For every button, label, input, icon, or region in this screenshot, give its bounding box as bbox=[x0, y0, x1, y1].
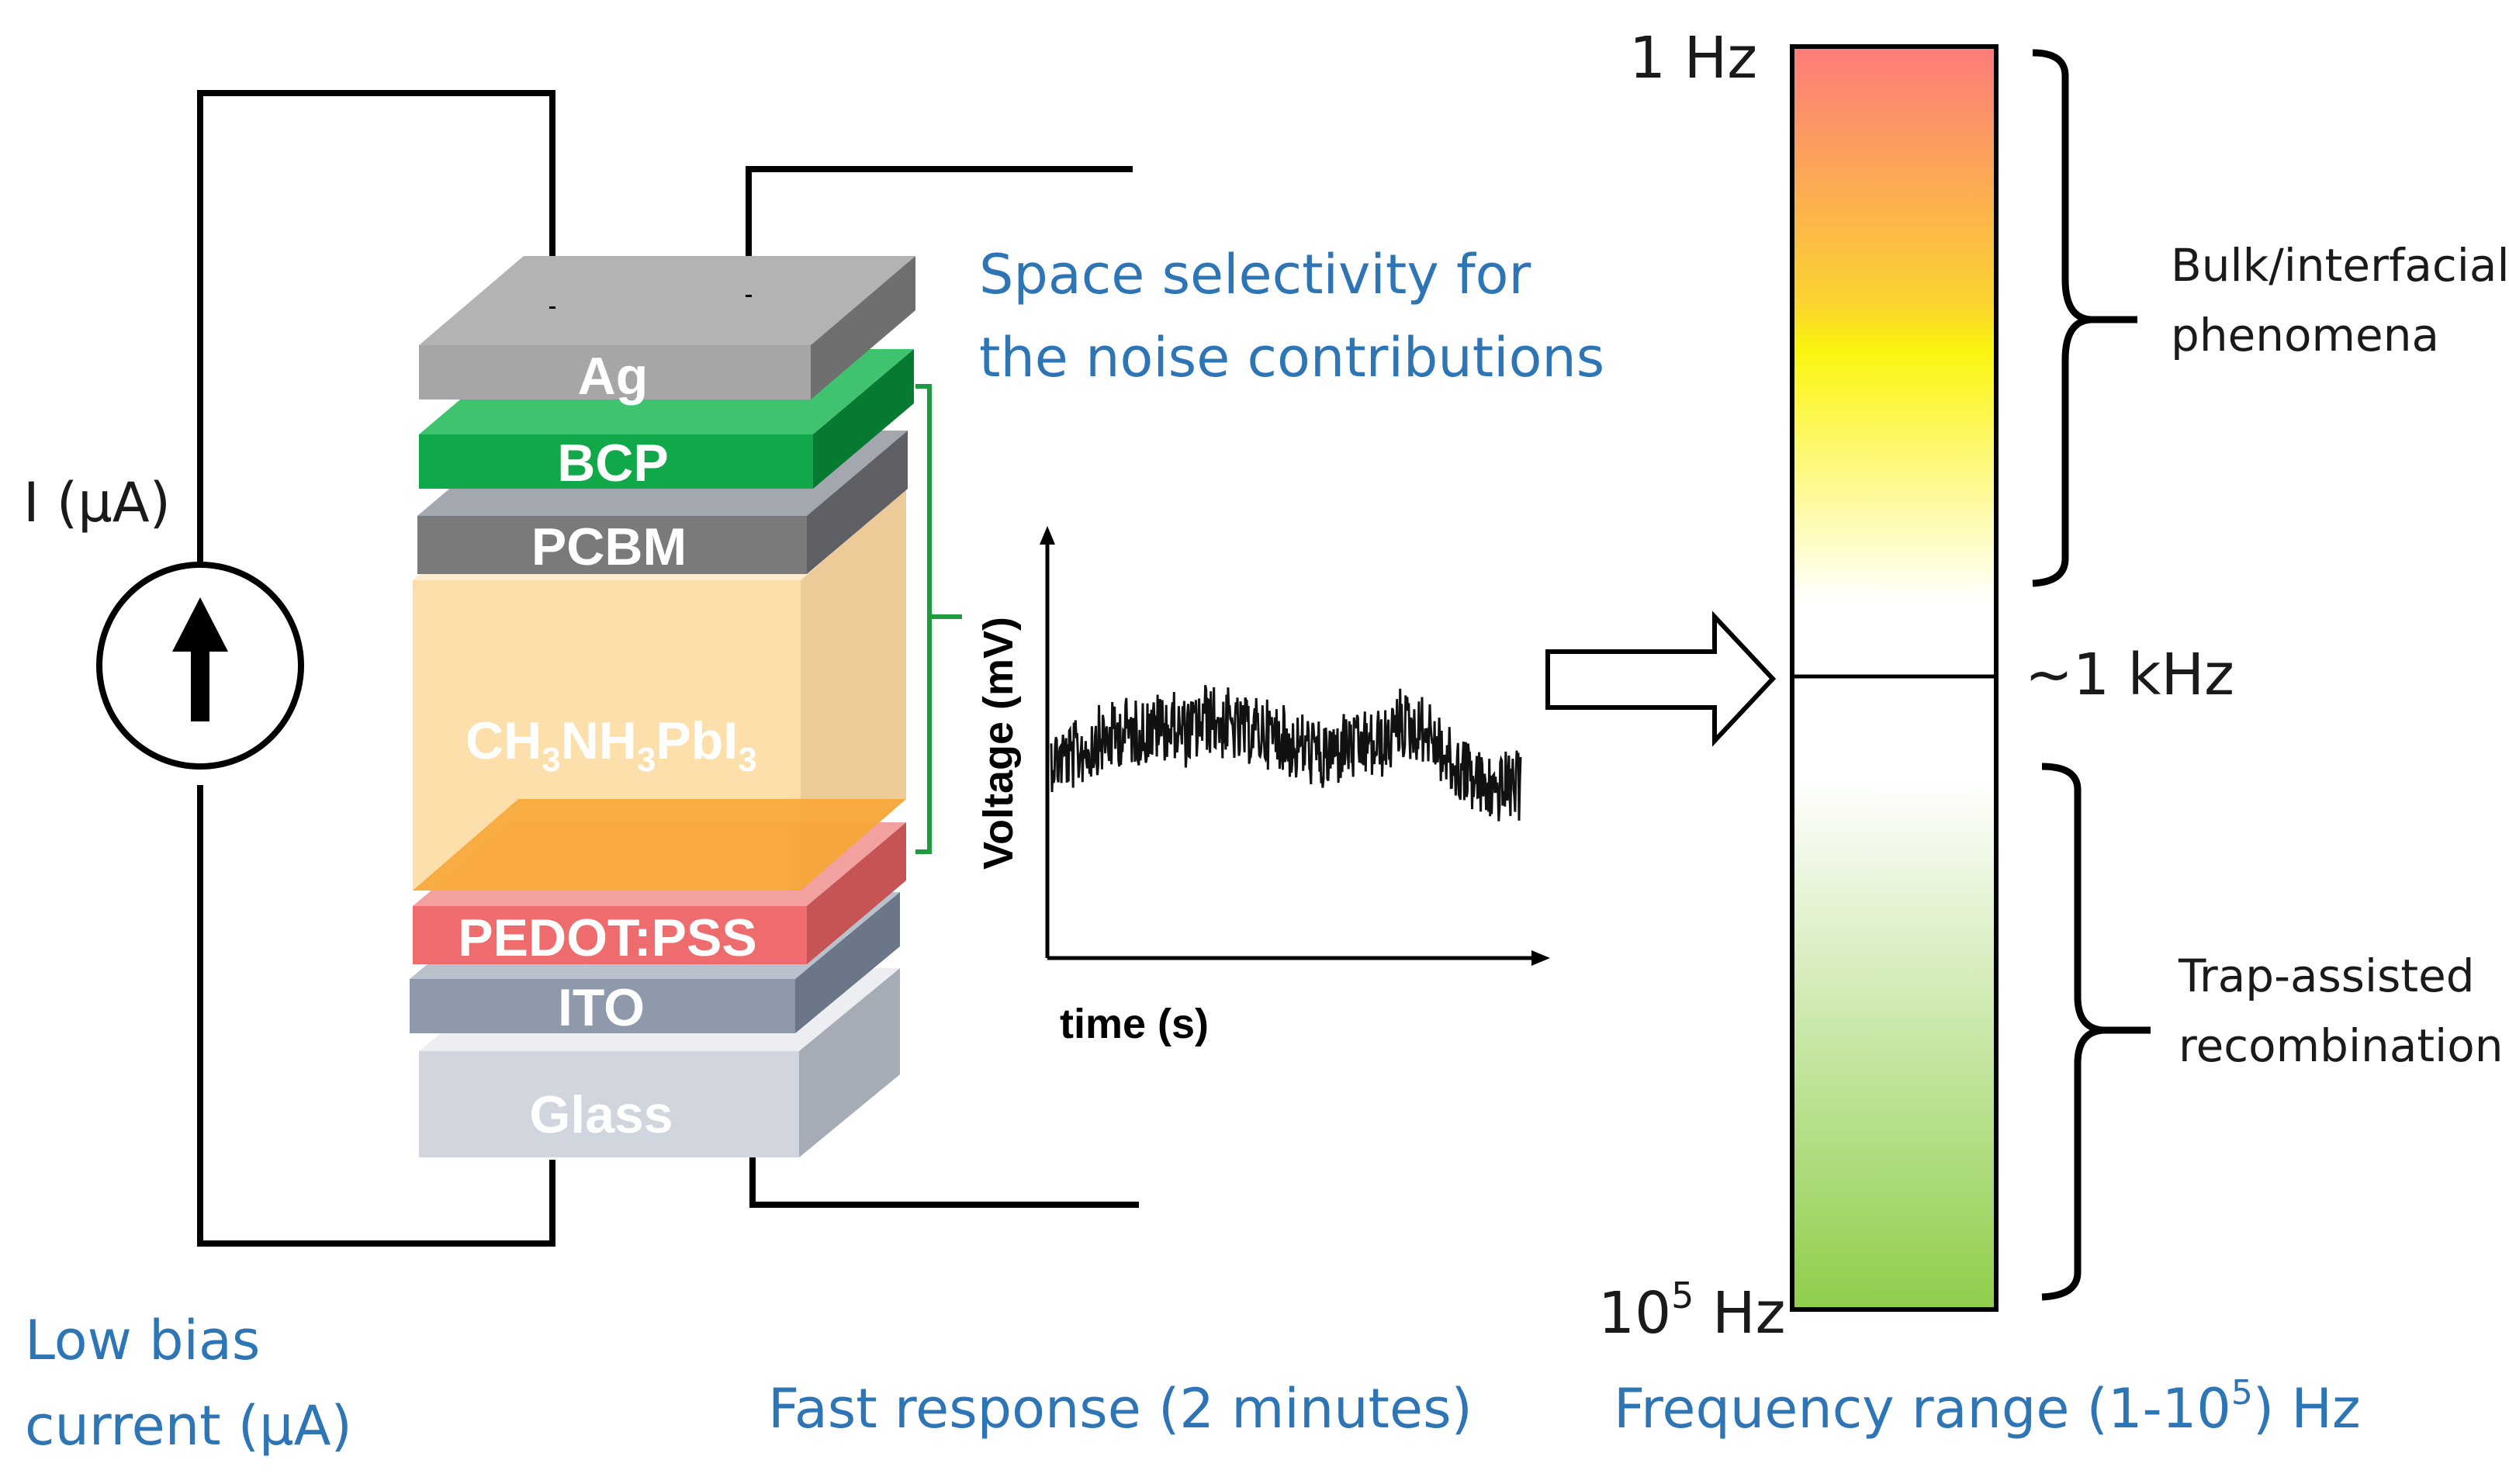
layer-label-bcp: BCP bbox=[557, 434, 669, 493]
layer-label-pedot-pss: PEDOT:PSS bbox=[458, 908, 756, 967]
y-axis-label: Voltage (mV) bbox=[975, 617, 1022, 870]
lower-region-line1: Trap-assisted bbox=[2178, 950, 2475, 1002]
upper-region-line2: phenomena bbox=[2171, 309, 2439, 361]
upper-region-line1: Bulk/interfacial bbox=[2171, 239, 2509, 292]
mid-frequency-label: ~1 kHz bbox=[2025, 642, 2234, 708]
x-axis-arrowhead bbox=[1531, 950, 1550, 966]
layer-stack bbox=[410, 256, 915, 1157]
frequency-range: Frequency range (1-105) Hz bbox=[1614, 1373, 2361, 1441]
circuit-wires bbox=[197, 90, 1139, 1247]
low-bias-line1: Low bias bbox=[25, 1309, 260, 1372]
x-axis-label: time (s) bbox=[1060, 1001, 1209, 1047]
space-selectivity-line1: Space selectivity for bbox=[979, 243, 1531, 306]
noise-plot: Voltage (mV) time (s) bbox=[975, 526, 1550, 1047]
space-selectivity-line2: the noise contributions bbox=[979, 326, 1604, 389]
y-axis-arrowhead bbox=[1040, 526, 1055, 545]
frequency-bar: 1 Hz ~1 kHz 105 Hz bbox=[1598, 25, 2234, 1347]
top-contacts bbox=[549, 295, 752, 309]
layer-label-ag: Ag bbox=[578, 347, 649, 406]
voltage-noise-trace bbox=[1050, 685, 1522, 822]
active-layer-bracket bbox=[915, 384, 962, 854]
perovskite-orange-slab bbox=[413, 799, 906, 891]
layer-ag bbox=[419, 256, 915, 400]
current-source-arrow-icon bbox=[96, 562, 304, 770]
fast-response: Fast response (2 minutes) bbox=[768, 1377, 1473, 1441]
layer-label-pcbm: PCBM bbox=[531, 517, 687, 576]
bottom-frequency-label: 105 Hz bbox=[1598, 1275, 1785, 1347]
lower-brace bbox=[2041, 763, 2151, 1301]
upper-brace bbox=[2032, 49, 2137, 587]
low-bias-line2: current (µA) bbox=[25, 1394, 352, 1458]
lower-region-line2: recombination bbox=[2179, 1019, 2503, 1072]
layer-label-ito: ITO bbox=[558, 978, 645, 1037]
layer-label-perovskite: CH3NH3PbI3 bbox=[465, 711, 757, 779]
hollow-right-arrow-icon bbox=[1545, 611, 1777, 747]
layer-label-glass: Glass bbox=[529, 1085, 673, 1144]
current-label: I (µA) bbox=[23, 471, 171, 534]
top-frequency-label: 1 Hz bbox=[1629, 25, 1757, 92]
